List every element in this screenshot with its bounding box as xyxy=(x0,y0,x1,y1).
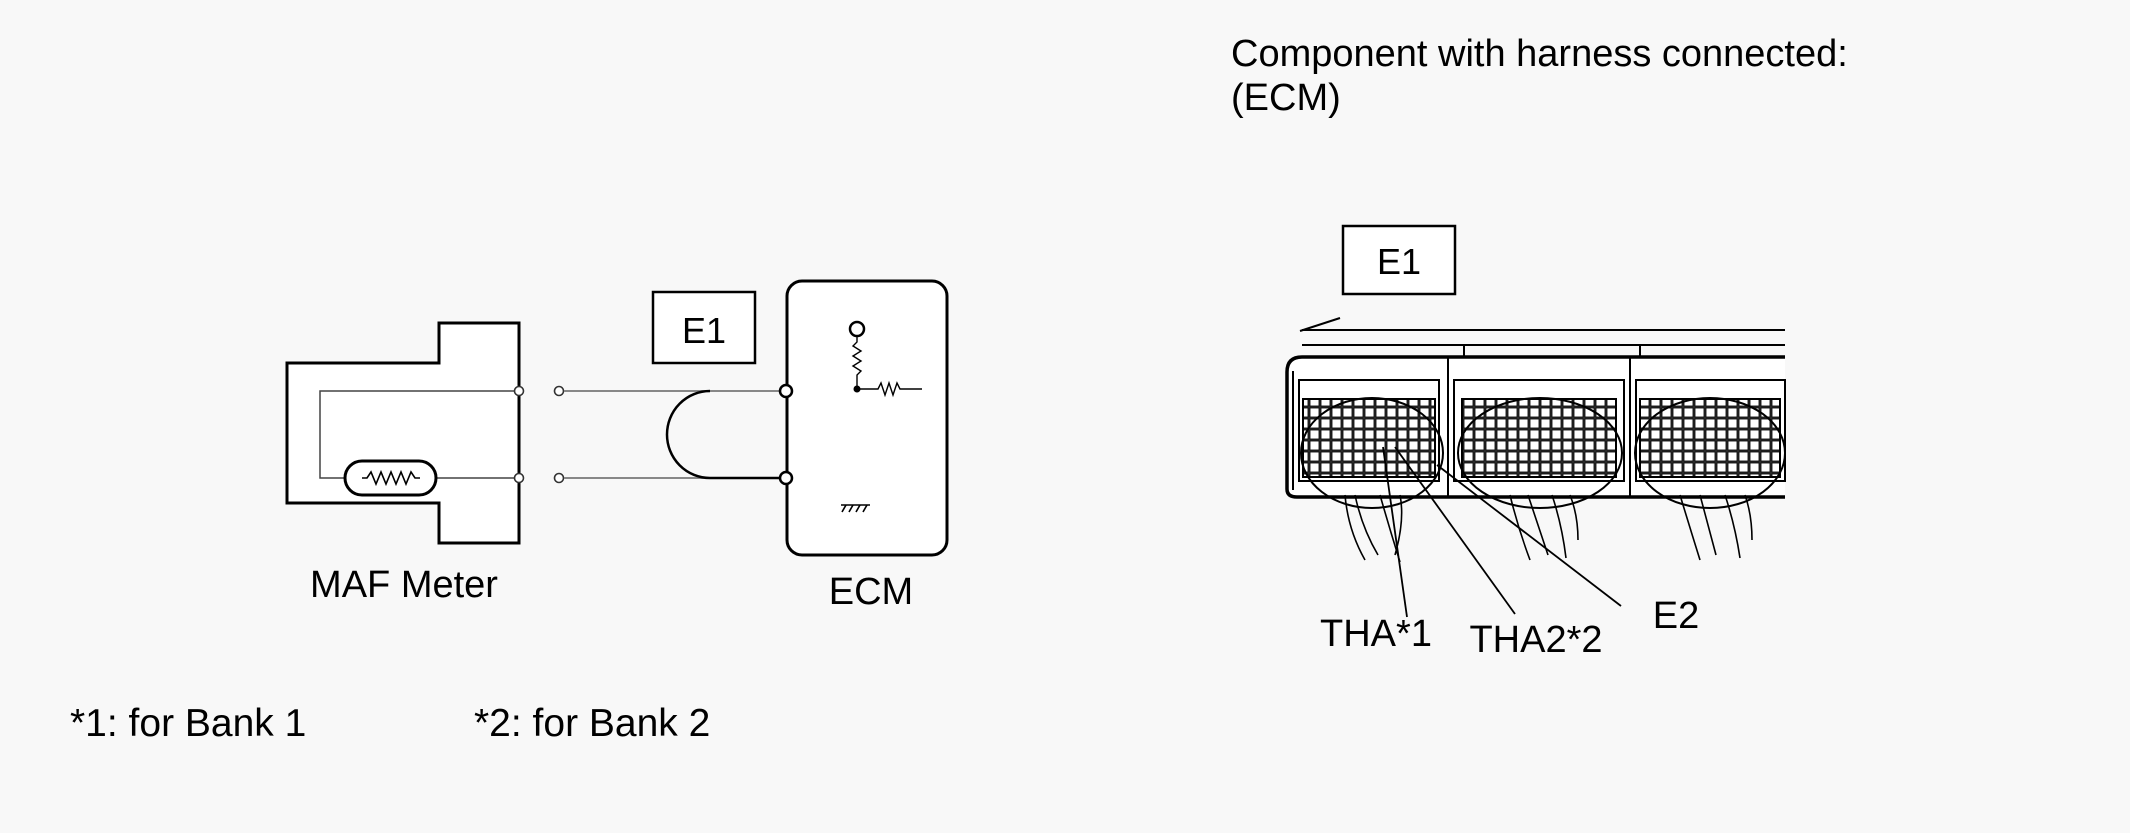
footnote-bank-2: *2: for Bank 2 xyxy=(474,702,711,745)
sensor-terminals xyxy=(513,385,525,484)
footnote-bank-1: *1: for Bank 1 xyxy=(70,702,307,745)
maf-meter-body xyxy=(285,321,521,545)
pin-label-e2: E2 xyxy=(1653,595,1699,637)
connector-tag-text: E1 xyxy=(682,310,726,351)
maf-meter-label: MAF Meter xyxy=(310,564,498,606)
connector-section-1 xyxy=(1298,379,1444,563)
connector-tag-e1-right: E1 xyxy=(1341,224,1457,296)
pin-label-tha: THA*1 xyxy=(1320,613,1432,655)
pin-leader-lines xyxy=(1382,446,1622,618)
connector-tag-e1-left: E1 xyxy=(651,290,757,365)
connector-tag-text: E1 xyxy=(1377,241,1421,282)
thermistor-icon xyxy=(343,459,438,497)
ecm-label: ECM xyxy=(829,571,913,613)
connector-view-heading: Component with harness connected: (ECM) xyxy=(1231,32,1848,120)
pin-label-tha2: THA2*2 xyxy=(1469,619,1602,661)
heading-line-1: Component with harness connected: xyxy=(1231,33,1848,75)
heading-line-2: (ECM) xyxy=(1231,77,1341,119)
ground-icon xyxy=(841,504,870,513)
ecm-body xyxy=(778,279,949,557)
connector-section-2 xyxy=(1453,379,1625,561)
ecm-pullup-resistor-icon xyxy=(848,320,922,398)
connector-section-3 xyxy=(1634,379,1786,561)
